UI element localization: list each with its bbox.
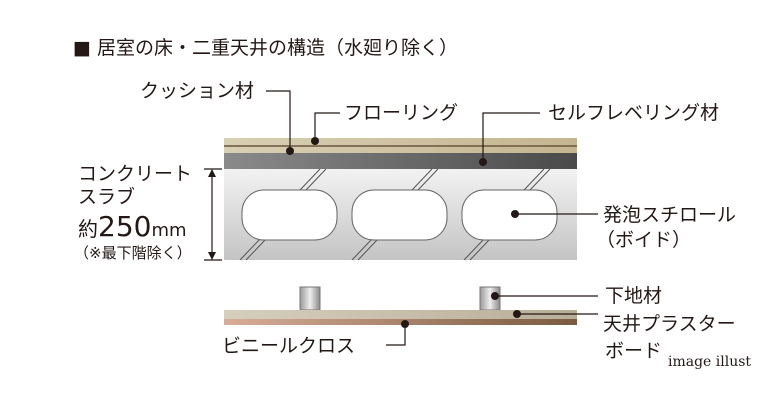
label-slab-2: スラブ xyxy=(78,185,135,208)
hatch-marks xyxy=(239,168,551,261)
leader-lines xyxy=(266,90,598,346)
floor-slab xyxy=(224,138,577,261)
label-styrofoam: 発泡スチロール xyxy=(603,204,736,226)
label-plaster-2: ボード xyxy=(605,340,662,362)
plaster-board xyxy=(224,310,577,319)
ceiling xyxy=(224,286,577,325)
dimension-arrow xyxy=(204,168,222,261)
self-leveling-layer xyxy=(224,153,577,169)
label-vinyl: ビニールクロス xyxy=(222,335,355,357)
label-base-material: 下地材 xyxy=(605,285,662,307)
thickness-prefix: 約 xyxy=(78,217,98,241)
label-cushion: クッション材 xyxy=(140,80,254,102)
label-plaster-1: 天井プラスター xyxy=(603,313,736,335)
diagram-title: ■ 居室の床・二重天井の構造（水廻り除く） xyxy=(73,37,458,59)
label-slab-note: （※最下階除く） xyxy=(74,244,192,262)
void-3 xyxy=(461,189,558,241)
caption-image-illust: image illust xyxy=(668,354,751,370)
label-thickness: 約250mm xyxy=(78,210,187,243)
label-slab-1: コンクリート xyxy=(78,163,192,185)
joist-1 xyxy=(299,286,321,311)
vinyl-cloth xyxy=(224,319,577,325)
label-void: （ボイド） xyxy=(596,229,691,251)
label-self-leveling: セルフレベリング材 xyxy=(548,102,719,124)
void-1 xyxy=(241,189,338,241)
void-2 xyxy=(351,189,448,241)
thickness-value: 250 xyxy=(98,210,151,243)
label-flooring: フローリング xyxy=(344,102,458,124)
thickness-unit: mm xyxy=(151,220,186,241)
